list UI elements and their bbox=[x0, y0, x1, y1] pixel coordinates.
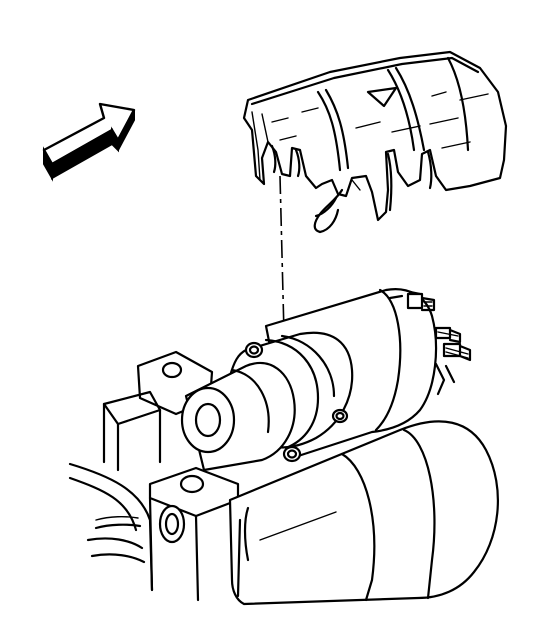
heat-shield bbox=[242, 50, 508, 234]
starter-motor bbox=[180, 288, 499, 606]
nose-bolts bbox=[244, 341, 349, 463]
wiring-harness bbox=[94, 515, 142, 530]
solenoid-terminals bbox=[406, 292, 472, 396]
arrow-icon bbox=[42, 102, 136, 182]
alignment-guide-line bbox=[279, 175, 285, 335]
